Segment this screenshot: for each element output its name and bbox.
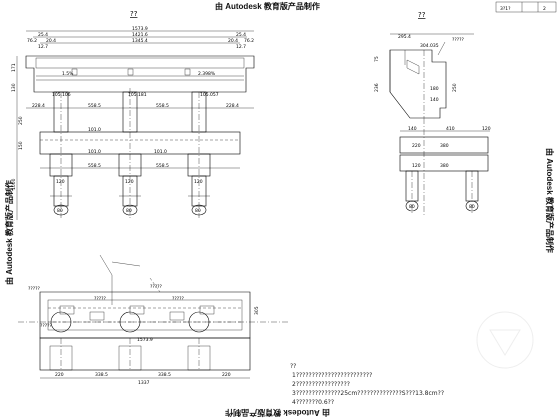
side-mid-4: 410 [446,126,455,132]
col-dim-1: 120 [56,179,65,185]
lower-span-1: 558.5 [88,163,101,169]
side-top-1: 295.4 [398,34,411,40]
dim-total-width: 1573.9 [132,26,148,32]
dim-right-4: 76.2 [244,38,254,44]
side-mid-1: 180 [430,86,439,92]
span-4: 228.4 [226,103,239,109]
front-elevation: 1573.9 1421.6 1345.4 25.4 76.2 12.7 20.4… [11,26,255,220]
span-1: 228.4 [32,103,45,109]
plan-dim-2: 338.5 [95,372,108,378]
dim-width-3: 1345.4 [132,38,148,44]
side-base-1: 220 [412,143,421,149]
plan-dim-overall: 1337 [138,380,150,386]
plan-label-1: ????? [28,286,41,292]
span-2: 558.5 [88,103,101,109]
notes-block: ?? 1???????????????????????? 2??????????… [290,363,444,406]
col-dim-3: 120 [194,179,203,185]
bearing-1: 105.106 [52,92,71,98]
note-1: 1???????????????????????? [292,372,372,379]
slope-right: 2.398% [198,71,216,77]
pile-3: 80 [195,208,201,214]
note-3: 3??????????????25cm??????????????S???13.… [292,390,444,397]
side-top-2: 304.035 [420,43,439,49]
side-elevation: 295.4 304.035 ????? 75 236 250 180 140 1… [374,33,491,215]
plan-label-4: ????? [172,296,185,302]
plan-dim-3: 338.5 [158,372,171,378]
front-view-title: ?? [130,10,138,18]
col-dim-2: 120 [125,179,134,185]
vdim-3: 250 [18,116,24,125]
note-4: 4???????0.6?? [292,399,334,406]
beam-dim-3: 101.0 [154,149,167,155]
dim-left-2: 76.2 [27,38,37,44]
bearing-3: 105.057 [200,92,219,98]
vdim-1: 171 [11,63,17,72]
page-number-2: 2 [543,6,546,12]
side-view-title: ?? [418,11,426,19]
dim-left-3: 12.7 [38,44,48,50]
left-watermark: 由 Autodesk 教育版产品制作 [4,180,14,285]
vdim-5: 1000 [11,178,17,190]
site-watermark-logo [476,311,534,369]
right-watermark: 由 Autodesk 教育版产品制作 [545,148,555,253]
dim-left-4: 20.4 [46,38,56,44]
side-pile-1: 80 [409,204,415,210]
side-base-2: 380 [440,143,449,149]
bottom-watermark: 由 Autodesk 教育版产品制作 [225,408,330,418]
dim-width-2: 1421.6 [132,32,148,38]
top-watermark: 由 Autodesk 教育版产品制作 [215,1,320,11]
side-mid-2: 140 [430,97,439,103]
plan-label-5: ????? [40,323,53,329]
side-vdim-3: 250 [452,83,458,92]
plan-label-2: ????? [94,296,107,302]
side-vdim-1: 75 [374,56,380,62]
vdim-2: 130 [11,83,17,92]
lower-span-2: 558.5 [156,163,169,169]
side-mid-5: 120 [482,126,491,132]
dim-left-1: 25.4 [38,32,48,38]
notes-title: ?? [290,363,296,370]
dim-right-3: 12.7 [236,44,246,50]
pile-1: 80 [57,208,63,214]
page-number: 3?1? [500,6,511,12]
note-2: 2????????????????? [292,381,350,388]
side-base-4: 380 [440,163,449,169]
side-pile-2: 80 [469,204,475,210]
span-3: 558.5 [156,103,169,109]
dim-right-1: 25.4 [236,32,246,38]
side-note: ????? [452,37,465,43]
plan-dim-4: 220 [222,372,231,378]
beam-dim-1: 101.0 [88,127,101,133]
side-vdim-2: 236 [374,83,380,92]
vdim-4: 150 [18,141,24,150]
side-base-3: 120 [412,163,421,169]
plan-dim-total: 1573.9 [137,337,153,343]
slope-left: 1.5% [62,71,74,77]
dim-right-2: 20.4 [228,38,238,44]
page-number-box [495,1,557,13]
side-mid-3: 140 [408,126,417,132]
pile-2: 80 [126,208,132,214]
plan-view: ????? ????? ????? ????? ????? 1573.9 220… [18,254,290,386]
plan-dim-1: 220 [55,372,64,378]
beam-dim-2: 101.0 [88,149,101,155]
plan-side-dim: 305 [254,306,260,315]
bearing-2: 105.181 [128,92,147,98]
